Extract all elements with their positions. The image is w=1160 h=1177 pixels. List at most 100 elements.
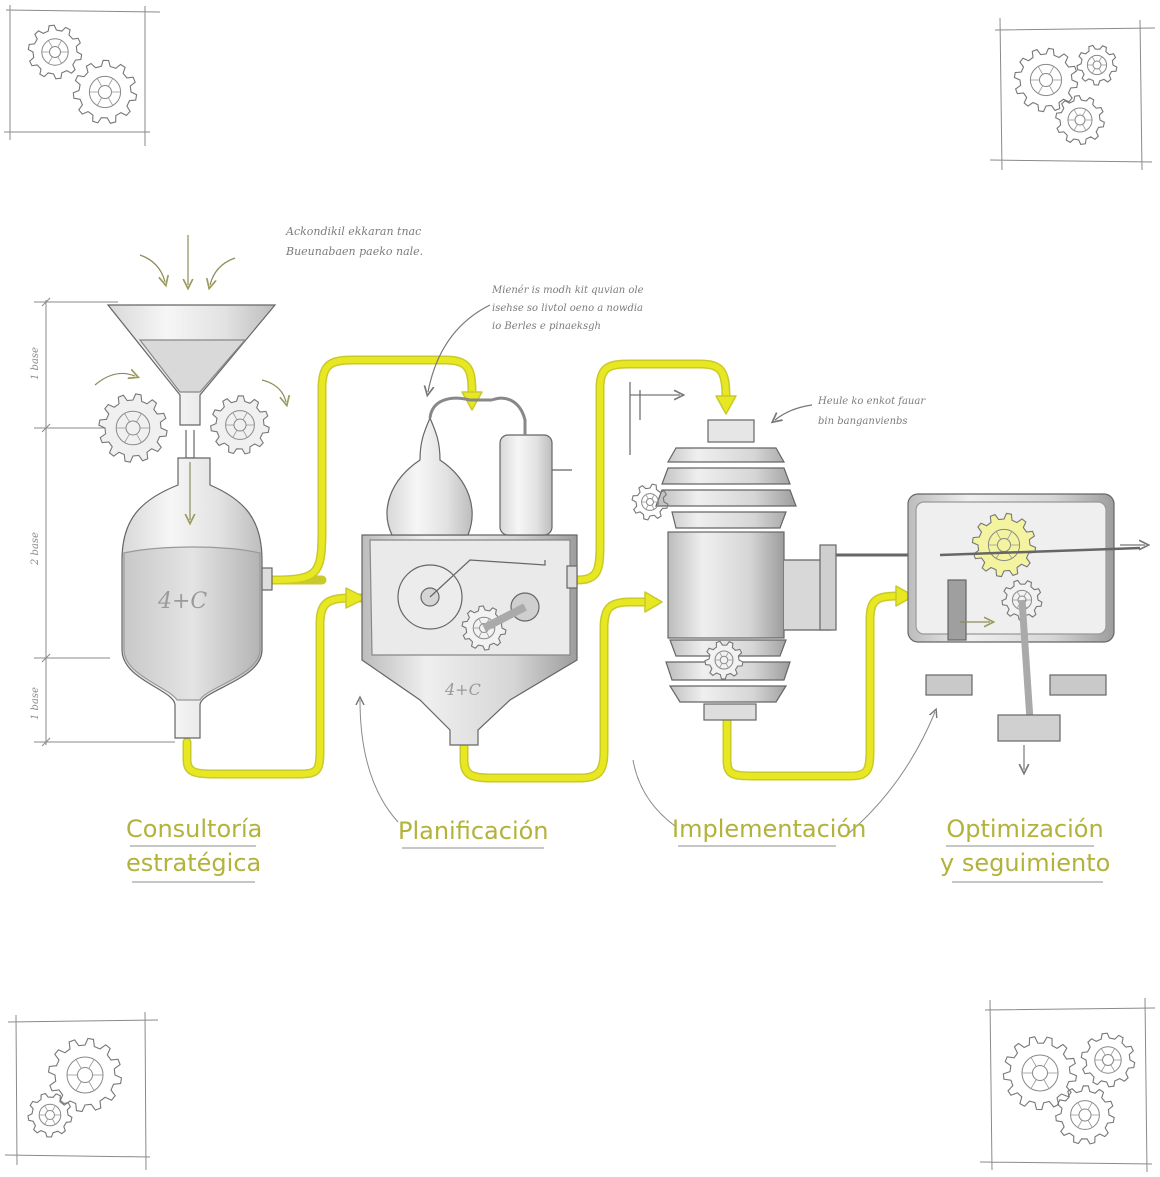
gear-icon [98,393,168,463]
gear-ring [77,1067,93,1083]
gear-spoke [48,56,53,64]
gear-spoke [75,1081,82,1091]
note-line: io Berles e pinaeksgh [492,321,601,332]
svg-text:1 base: 1 base [30,687,41,720]
pipe-arrowheads [345,391,915,613]
corner-frame-top-right [989,17,1156,171]
gear-spoke [725,652,729,657]
gear-body [47,1037,123,1113]
stage-label-line: Implementación [672,815,867,843]
gear-body [971,512,1037,578]
gear-spoke [651,494,655,500]
gear-spoke [88,1081,95,1091]
gear-ring [1102,1054,1114,1066]
stage-label-line: Consultoría [126,815,263,843]
gear-spoke [719,652,723,657]
gear-spoke [136,413,142,423]
note-line: Bueunabaen paeko nale. [286,245,424,258]
corner-frame-top-left [4,5,161,146]
gear-spoke [96,97,103,106]
gear-spoke [1091,56,1096,62]
gear-spoke [645,494,649,500]
gear-spoke [1077,1102,1083,1110]
gear-spoke [107,78,114,87]
gear-body [704,640,744,680]
gear-spoke [1043,1057,1050,1067]
gear-spoke [51,1118,56,1125]
gear-spoke [1048,85,1055,94]
gear-spoke [1110,1048,1115,1056]
gear-spoke [1048,66,1055,75]
note-line: Mienér is modh kit quvian ole [492,285,644,296]
gear-spoke [1030,1057,1037,1067]
gear-spoke [725,663,729,668]
gear-icon [72,59,138,124]
gear-spoke [48,40,53,48]
gear-spoke [1030,1079,1037,1089]
gear-body [631,483,669,521]
gear-icon [210,395,270,455]
stage-label-planificacion: Planificación [398,814,549,848]
gear-spoke [1098,68,1103,74]
gear-body [1013,47,1079,113]
gear-ring [49,46,61,58]
gear-icon [1080,1032,1136,1088]
gear-spoke [1110,1064,1115,1072]
gear-spoke [719,663,723,668]
note-line: bin banganvienbs [818,416,908,427]
stage-label-line: Optimización [946,815,1104,843]
gear-spoke [1082,124,1087,131]
gear-icon [1055,95,1105,145]
gear-body [1076,44,1118,86]
gear-spoke [1016,591,1021,597]
gear-spoke [124,413,130,423]
label-underlines [130,845,1103,883]
note-top-left: Ackondikil ekkaran tnac Bueunabaen paeko… [286,222,423,262]
gear-icon [1002,1036,1078,1111]
svg-text:2 base: 2 base [30,532,41,566]
gear-spoke [75,1059,82,1069]
gear-spoke [44,1105,49,1112]
gear-icon [704,640,744,680]
note-middle: Mienér is modh kit quvian ole isehse so … [492,282,644,336]
gear-spoke [1073,124,1078,131]
gear-spoke [107,97,114,106]
gear-spoke [242,430,248,438]
gear-ring [45,1110,55,1120]
dimension-scale: 1 base 2 base 1 base [30,297,175,747]
stage-4-apparatus [907,493,1145,770]
gear-ring [98,85,112,99]
gear-spoke [651,504,655,510]
stage-3-apparatus [629,382,910,721]
gear-spoke [1087,1120,1093,1128]
gear-icon [1076,44,1118,86]
gear-body [98,393,168,463]
gear-spoke [96,78,103,87]
stage-1-apparatus: 4+C [94,235,286,739]
svg-text:1 base: 1 base [30,347,41,380]
corner-frame-bottom-right [979,997,1156,1173]
gear-spoke [1023,591,1028,597]
gear-spoke [1098,56,1103,62]
vessel-marking: 4+C [157,589,207,614]
gear-spoke [1101,1048,1106,1056]
stage-label-line: Planificación [398,817,549,845]
gear-spoke [995,531,1002,540]
gear-spoke [1006,531,1013,540]
gear-spoke [232,430,238,438]
gear-spoke [1037,85,1044,94]
gear-body [1055,95,1105,145]
gear-spoke [57,56,62,64]
gear-ring [1092,60,1102,70]
gear-icon [1013,47,1079,113]
gear-spoke [232,412,238,420]
yellow-pipes [182,355,915,783]
gear-icon [27,1092,73,1138]
gear-ring [1032,1065,1048,1081]
gear-spoke [44,1118,49,1125]
gear-spoke [478,618,483,625]
gear-spoke [124,433,130,443]
gear-spoke [1091,68,1096,74]
note-line: Heule ko enkot fauar [818,396,926,407]
gear-spoke [1073,109,1078,116]
